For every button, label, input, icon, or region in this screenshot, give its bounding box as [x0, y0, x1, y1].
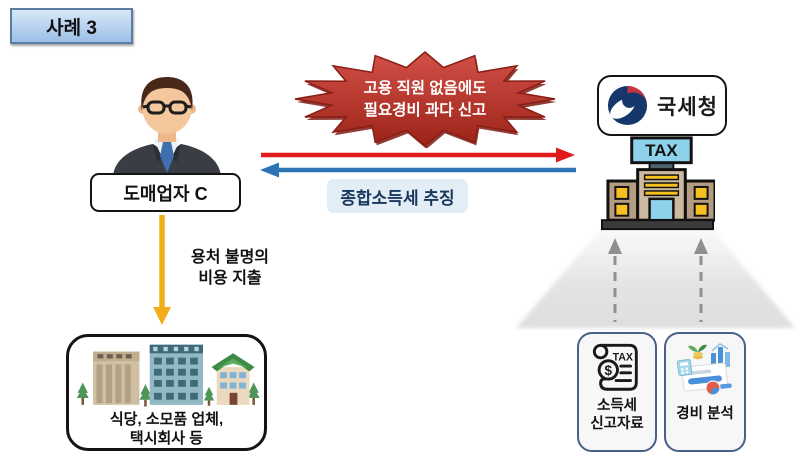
nts-name: 국세청: [657, 95, 718, 119]
office-building-icon: [93, 351, 140, 405]
spending-arrow-down: [153, 215, 171, 325]
glasses-icon: [142, 100, 192, 115]
starburst-line1: 고용 직원 없음에도: [363, 79, 487, 97]
teal-tower-icon: [149, 344, 204, 405]
levy-arrow-left: [260, 162, 576, 178]
starburst-shape: [294, 51, 557, 148]
report-arrow-right: [261, 147, 575, 163]
spotlight-beam: [516, 230, 795, 328]
nts-logo: 국세청: [597, 75, 727, 136]
businessman-icon: [113, 77, 221, 176]
tax-scroll-icon: TAX $: [592, 343, 638, 391]
expense-analysis-icon: [676, 342, 732, 396]
income-tax-report-card: TAX $ 소득세 신고자료: [577, 332, 657, 452]
pie-chart-icon: [705, 380, 721, 396]
businesses-box: 식당, 소모품 업체, 택시회사 등: [66, 334, 267, 451]
expense-note-line1: 용처 불명의: [190, 249, 270, 266]
sprout-coins-icon: [688, 344, 707, 360]
case-badge: 사례 3: [10, 8, 133, 44]
scroll-tax-text: TAX: [613, 351, 633, 363]
taegeuk-icon: [607, 85, 648, 126]
green-roof-building-icon: [211, 353, 255, 405]
data-flow-arrow-left: [608, 238, 622, 322]
buildings-icon: [76, 344, 260, 407]
wholesaler-label: 도매업자 C: [90, 173, 241, 212]
tax-sign-text: TAX: [645, 141, 678, 160]
expense-note-line2: 비용 지출: [198, 270, 262, 287]
businesses-label-line2: 택시회사 등: [129, 430, 204, 447]
tax-claim-label: 종합소득세 추징: [327, 179, 468, 213]
case-badge-label: 사례 3: [46, 17, 97, 39]
starburst-callout: 고용 직원 없음에도 필요경비 과다 신고: [292, 50, 558, 148]
scroll-dollar-text: $: [605, 363, 613, 378]
expense-analysis-card: 경비 분석: [664, 332, 746, 452]
tax-claim-text: 종합소득세 추징: [340, 188, 455, 208]
tree-icon: [76, 382, 260, 407]
tax-building-icon: TAX: [600, 136, 715, 231]
analysis-label: 경비 분석: [676, 406, 734, 422]
businesses-label-line1: 식당, 소모품 업체,: [109, 411, 224, 428]
report-label-line1: 소득세: [596, 398, 638, 414]
wholesaler-label-text: 도매업자 C: [123, 183, 208, 204]
expense-note: 용처 불명의 비용 지출: [172, 247, 288, 289]
starburst-line2: 필요경비 과다 신고: [363, 101, 487, 119]
data-flow-arrow-right: [694, 238, 708, 322]
report-label-line2: 신고자료: [590, 416, 644, 432]
